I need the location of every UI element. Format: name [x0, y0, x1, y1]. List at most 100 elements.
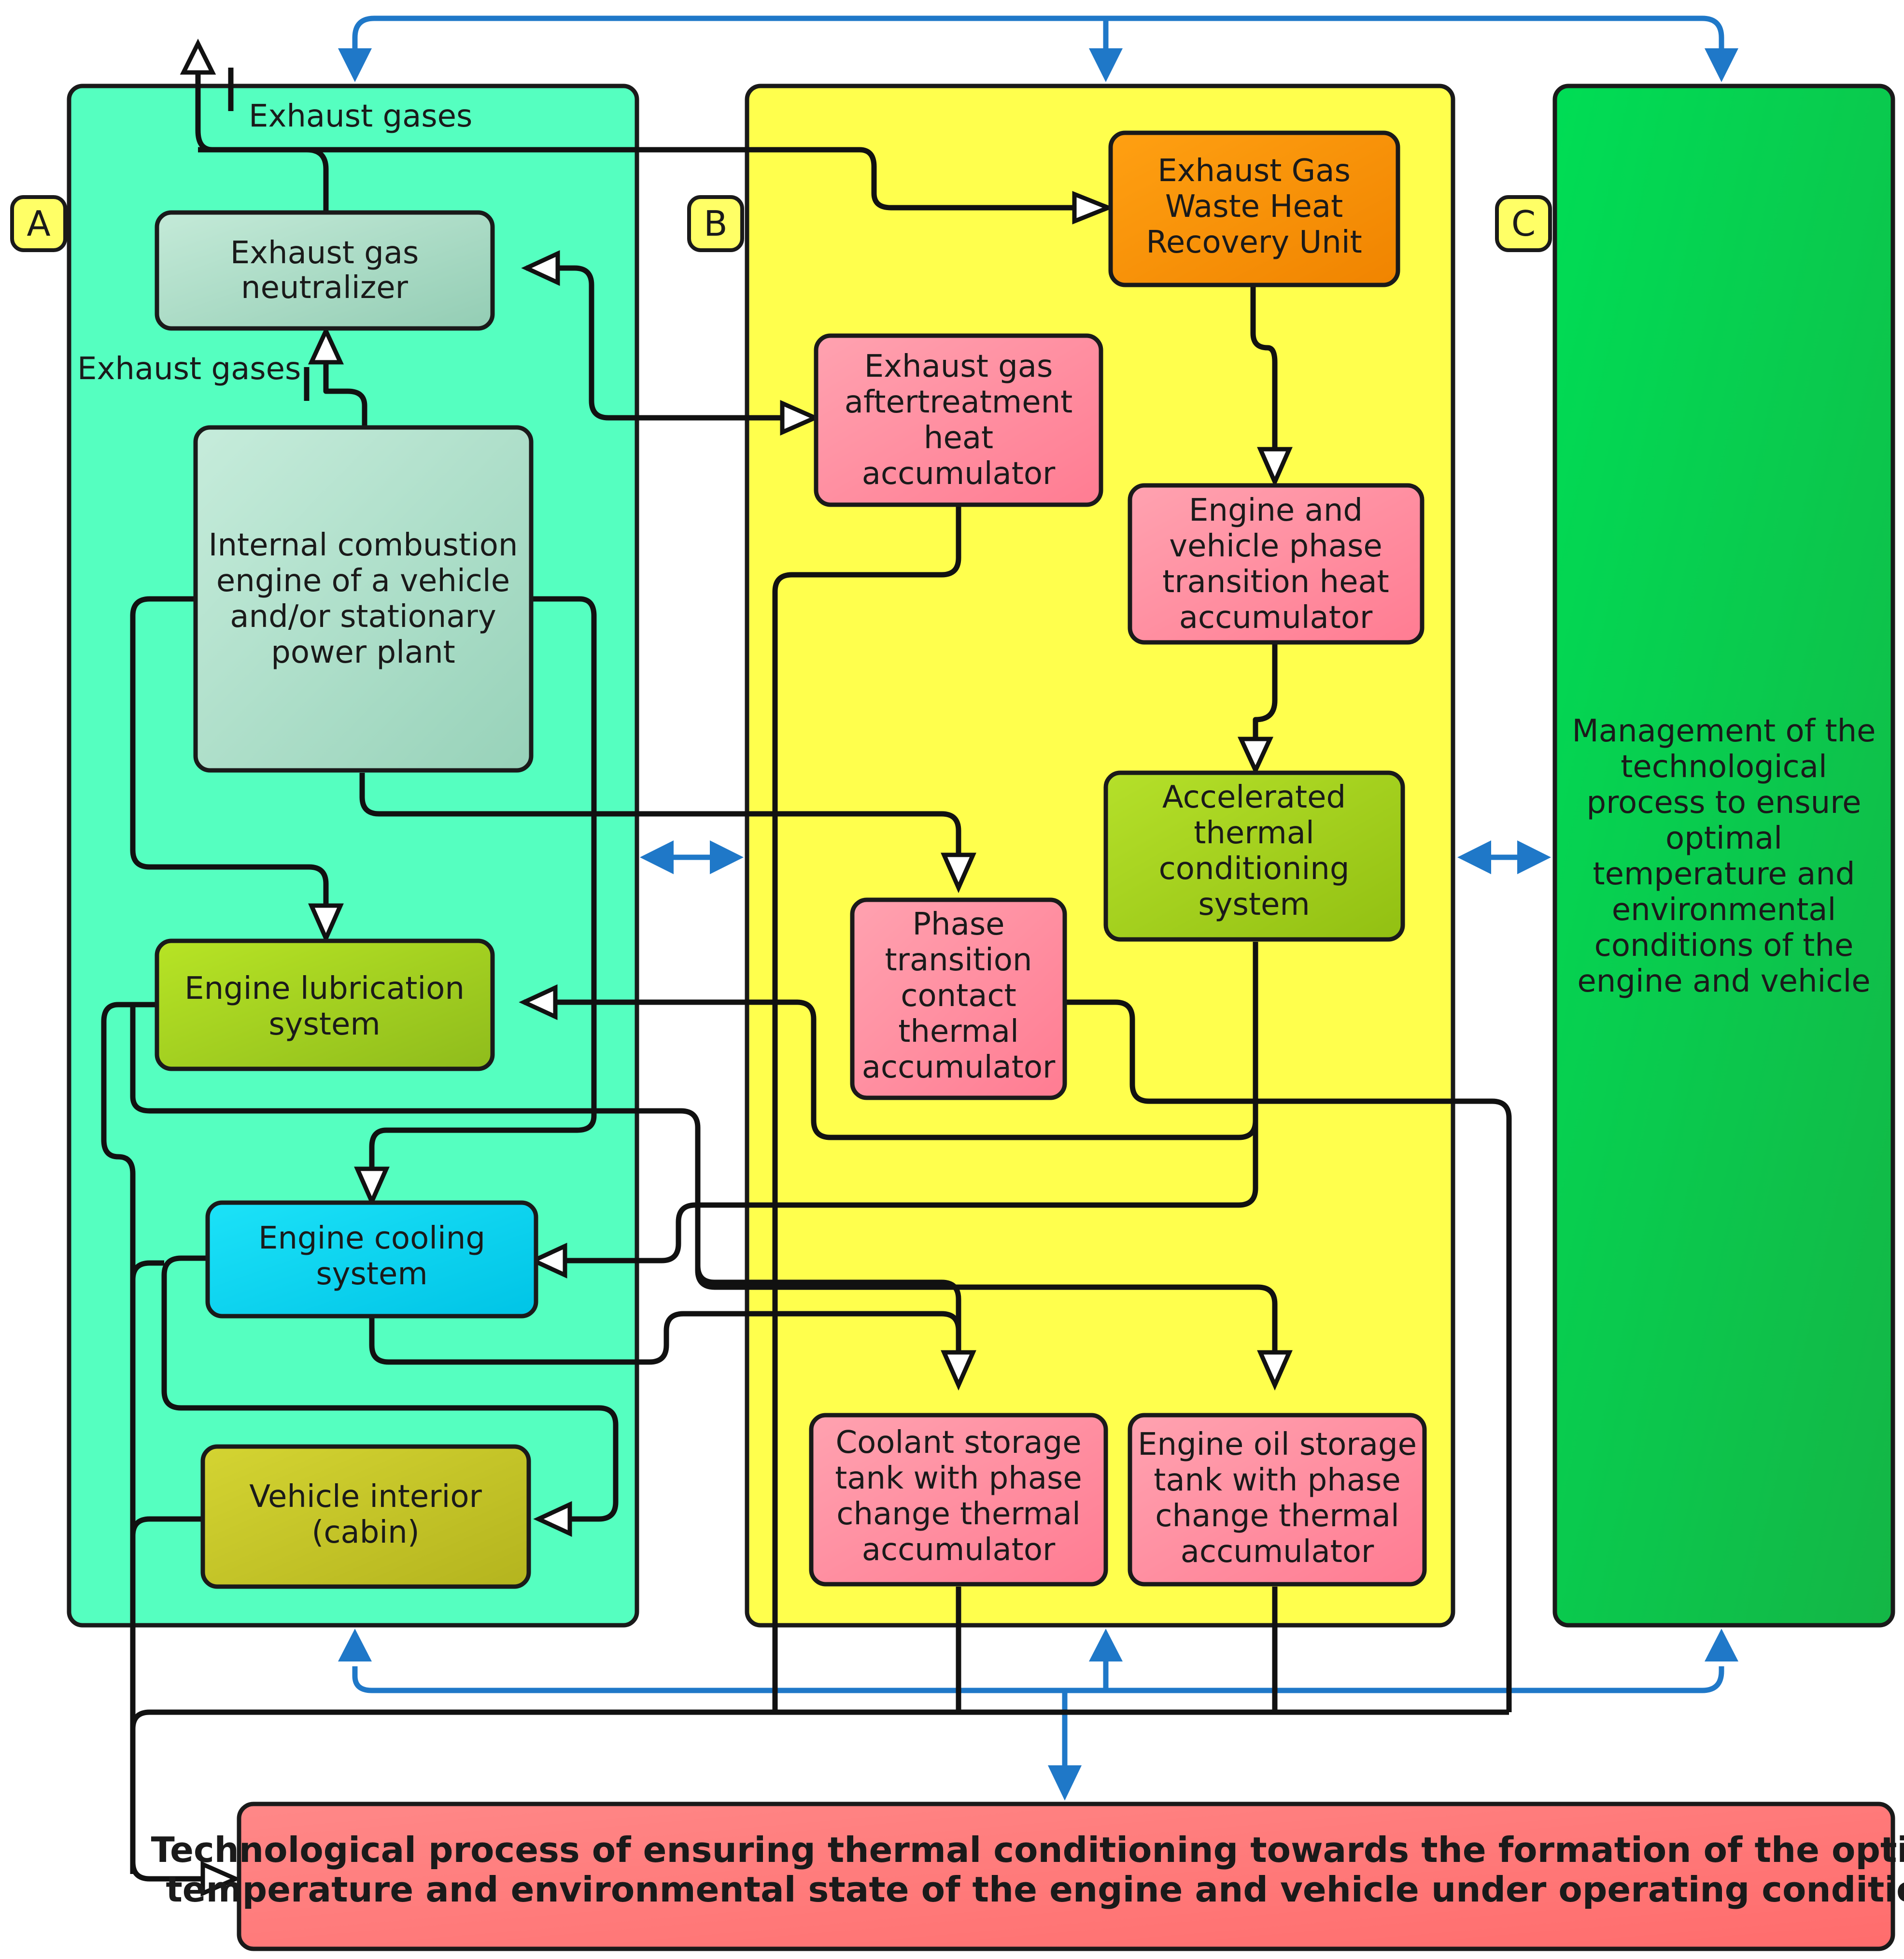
aftertreatment-box [814, 333, 1103, 507]
neutralizer-box [155, 210, 495, 331]
section-tag-b: B [687, 195, 744, 252]
label-line: aftertreatment [845, 384, 1072, 420]
label-line: Phase [912, 907, 1004, 942]
cooling-in-arrow [354, 1166, 390, 1207]
coolant-tank-in-arrow [941, 1350, 976, 1391]
label-line: Exhaust gas [864, 349, 1053, 384]
label-line: tank with phase [1154, 1462, 1401, 1498]
label-line: and/or stationary [230, 599, 496, 635]
label-line: technological [1621, 749, 1827, 785]
section-tag-a: A [10, 195, 67, 252]
neutralizer-back-arrow [521, 250, 560, 286]
label-line: process to ensure [1587, 785, 1862, 821]
label-line: accumulator [1179, 600, 1373, 636]
label-line: environmental [1612, 892, 1836, 928]
ice-box [193, 425, 534, 773]
label-line: tank with phase [835, 1461, 1082, 1496]
label-line: accumulator [862, 1050, 1056, 1085]
cooling-box [205, 1200, 538, 1319]
label-line: accumulator [1181, 1534, 1374, 1570]
label-line: (cabin) [311, 1515, 419, 1550]
label-line: optimal [1665, 821, 1782, 856]
section-b-label: B [704, 203, 727, 244]
label-line: system [268, 1007, 380, 1042]
aftertreatment-in-arrow [780, 400, 821, 436]
label-line: Technological process of ensuring therma… [151, 1830, 1904, 1870]
section-a-label: A [27, 203, 50, 244]
label-line: conditioning [1159, 851, 1350, 887]
label-line: accumulator [862, 1532, 1056, 1568]
label-line: accumulator [862, 456, 1056, 492]
label-line: Engine and [1189, 493, 1363, 528]
oil-tank-box [1128, 1413, 1427, 1587]
section-tag-c: C [1495, 195, 1552, 252]
whru-in-arrow [1072, 191, 1114, 225]
label-line: Engine cooling [258, 1221, 485, 1256]
label-line: heat [924, 420, 993, 456]
label-line: transition heat [1162, 564, 1389, 600]
label-line: Exhaust gas [230, 235, 419, 271]
accelerated-in-arrow [1237, 737, 1274, 776]
label-line: thermal [1194, 815, 1314, 851]
lubrication-side-arrow [519, 984, 558, 1021]
label-line: Waste Heat [1165, 189, 1343, 225]
label-line: Vehicle interior [249, 1479, 482, 1515]
oil-tank-in-arrow [1257, 1350, 1293, 1391]
label-line: transition [885, 942, 1032, 978]
label-line: Engine lubrication [184, 971, 465, 1007]
cabin-label: Vehicle interior(cabin) [249, 1479, 482, 1550]
label-line: contact [901, 978, 1016, 1014]
process-box [237, 1802, 1895, 1951]
whru-box [1108, 130, 1400, 287]
exhaust-gases-top-label: Exhaust gases [249, 99, 472, 134]
accelerated-box [1103, 770, 1405, 942]
label-line: Exhaust Gas [1157, 153, 1351, 189]
process-in-arrow [200, 1861, 241, 1897]
panel-c [1552, 84, 1895, 1628]
contact-box [850, 897, 1067, 1100]
exhaust-gases-mid-label: Exhaust gases [77, 351, 301, 387]
process-label: Technological process of ensuring therma… [151, 1830, 1904, 1910]
cooling-side-arrow [528, 1242, 567, 1279]
contact-in-arrow [941, 852, 976, 894]
exhaust-out-arrow [180, 38, 216, 75]
label-line: engine of a vehicle [216, 563, 510, 599]
label-line: engine and vehicle [1577, 964, 1870, 999]
label-line: change thermal [836, 1496, 1080, 1532]
label-line: Recovery Unit [1146, 225, 1362, 260]
label-line: Accelerated [1162, 780, 1346, 815]
connection-wires [101, 68, 1512, 1882]
neutralizer-in-arrow [308, 326, 344, 365]
label-line: change thermal [1155, 1498, 1399, 1534]
phase-accum-box [1128, 483, 1424, 645]
label-line: Coolant storage [835, 1425, 1081, 1461]
phase-accum-in-arrow [1257, 447, 1293, 488]
label-line: conditions of the [1594, 928, 1854, 964]
blue-interaction-lines [338, 15, 1738, 1801]
label-line: Engine oil storage [1138, 1427, 1417, 1462]
arrowheads [180, 38, 1293, 1897]
label-line: thermal [898, 1014, 1019, 1050]
lubrication-box [155, 938, 495, 1071]
label-line: Management of the [1572, 713, 1876, 749]
lubrication-in-arrow [308, 903, 344, 944]
section-c-label: C [1511, 203, 1536, 244]
label-line: vehicle phase [1169, 528, 1382, 564]
cabin-box [200, 1444, 531, 1589]
label-line: neutralizer [241, 270, 409, 306]
label-line: system [1198, 887, 1310, 923]
label-line: Internal combustion [209, 527, 518, 563]
